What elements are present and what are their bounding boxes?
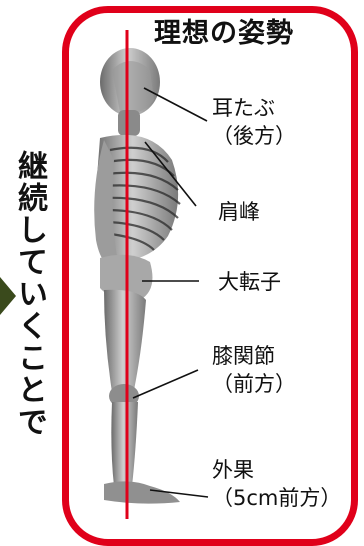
label-greater-trochanter: 大転子: [218, 268, 281, 296]
label-knee-joint-line1: 膝関節: [212, 342, 296, 370]
leader-line-knee: [133, 370, 198, 398]
leader-line-earlobe: [144, 88, 207, 121]
skeleton-side-view-illustration: [94, 48, 180, 504]
label-acromion: 肩峰: [218, 198, 260, 226]
panel-title: 理想の姿勢: [124, 11, 324, 50]
label-earlobe: 耳たぶ （後方）: [212, 94, 296, 150]
label-lateral-malleolus: 外果 （5cm前方）: [212, 456, 341, 512]
posture-figure: [0, 0, 364, 519]
label-lateral-malleolus-line2: （5cm前方）: [212, 484, 341, 512]
label-lateral-malleolus-line1: 外果: [212, 456, 341, 484]
label-knee-joint: 膝関節 （前方）: [212, 342, 296, 398]
label-earlobe-line1: 耳たぶ: [212, 94, 296, 122]
label-knee-joint-line2: （前方）: [212, 370, 296, 398]
label-greater-trochanter-line1: 大転子: [218, 268, 281, 296]
label-acromion-line1: 肩峰: [218, 198, 260, 226]
label-earlobe-line2: （後方）: [212, 122, 296, 150]
